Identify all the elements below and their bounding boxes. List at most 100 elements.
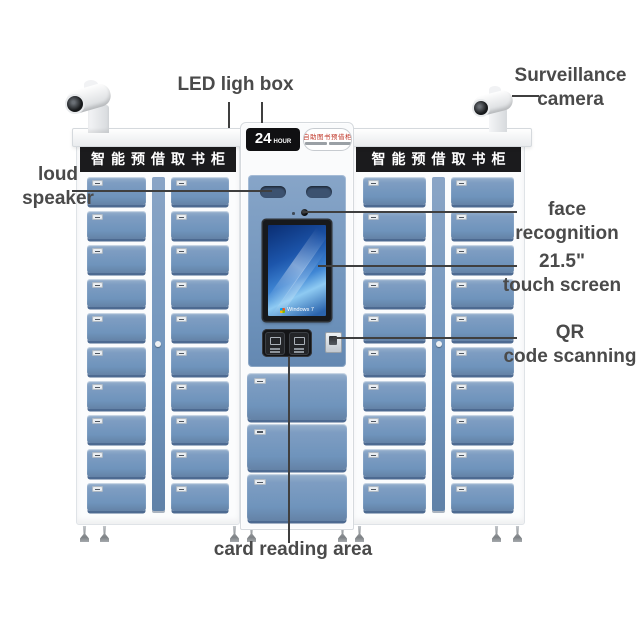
locker-door [247, 423, 347, 471]
light-box-text: 自助图书预借柜 [303, 134, 352, 142]
label-led-light-box: LED ligh box [168, 73, 303, 97]
locker-door [363, 381, 426, 409]
left-camera-post [88, 105, 109, 133]
label-text: LED ligh box [177, 74, 294, 95]
label-text: QR [555, 322, 585, 343]
label-text: code scanning [503, 346, 637, 367]
adjustable-foot [513, 526, 522, 542]
leader-line-camera [512, 95, 539, 97]
label-text: speaker [22, 188, 94, 209]
leader-line-card [288, 357, 290, 543]
adjustable-foot [492, 526, 501, 542]
right-camera-cap [489, 86, 501, 94]
locker-column [451, 177, 514, 511]
locker-door [87, 279, 146, 307]
card-reader-pad-icon [289, 331, 309, 355]
right-locker-grid [363, 177, 514, 511]
touch-screen-bezel: Windows 7 [263, 220, 331, 321]
leader-line-qr [333, 337, 517, 339]
label-text: card reading area [213, 539, 373, 560]
center-locker-column [247, 373, 347, 522]
locker-door [363, 279, 426, 307]
label-text: camera [537, 89, 604, 110]
adjustable-foot [338, 526, 347, 542]
left-locker-cabinet: 智能预借取书柜 [76, 129, 240, 525]
label-text: 21.5" [539, 251, 585, 272]
adjustable-foot [230, 526, 239, 542]
adjustable-foot [247, 526, 256, 542]
qr-scanner-window-icon [325, 332, 342, 353]
leader-line-led [228, 102, 230, 128]
leader-line-led [261, 102, 263, 123]
locker-door [247, 373, 347, 420]
locker-door [451, 381, 514, 409]
locker-door [363, 211, 426, 239]
locker-door [170, 483, 229, 511]
locker-door [170, 381, 229, 409]
locker-door [451, 449, 514, 477]
locker-door [87, 313, 146, 341]
label-text: Surveillance [514, 65, 627, 86]
right-cabinet-header: 智能预借取书柜 [356, 145, 521, 172]
locker-door [451, 415, 514, 443]
label-text: loud [37, 164, 79, 185]
left-cabinet-header: 智能预借取书柜 [80, 145, 236, 172]
label-text: recognition [515, 223, 619, 244]
locker-column [363, 177, 426, 511]
adjustable-foot [80, 526, 89, 542]
24-hour-badge: 24 HOUR [246, 128, 300, 151]
locker-door [170, 279, 229, 307]
left-locker-grid [87, 177, 229, 511]
card-reader-panel [262, 329, 312, 357]
locker-door [451, 483, 514, 511]
locker-door [451, 313, 514, 341]
adjustable-foot [355, 526, 364, 542]
leader-line-speaker [72, 190, 272, 192]
cabinet-lock-strip [151, 177, 165, 511]
center-kiosk: 24 HOUR 自助图书预借柜 Windows 7 [240, 122, 354, 530]
locker-door [87, 211, 146, 239]
light-box-decor [304, 142, 351, 145]
right-camera-lens-icon [472, 99, 490, 117]
right-locker-cabinet: 智能预借取书柜 [352, 129, 525, 525]
kiosk-front-panel: Windows 7 [248, 175, 346, 367]
windows-logo-icon [280, 307, 286, 313]
label-face-recognition: face recognition [497, 198, 637, 246]
locker-door [87, 347, 146, 375]
locker-door [87, 381, 146, 409]
locker-door [363, 449, 426, 477]
locker-door [87, 449, 146, 477]
leader-line-screen [318, 265, 517, 267]
cabinet-lock-strip [432, 177, 445, 511]
locker-door [451, 279, 514, 307]
locker-door [363, 347, 426, 375]
locker-door [363, 415, 426, 443]
locker-door [170, 245, 229, 273]
adjustable-foot [100, 526, 109, 542]
card-reader-pad-icon [265, 331, 285, 355]
locker-door [451, 177, 514, 205]
led-light-box: 24 HOUR 自助图书预借柜 [246, 128, 352, 151]
locker-door [451, 245, 514, 273]
locker-column [170, 177, 229, 511]
locker-door [87, 245, 146, 273]
speaker-grille-icon [260, 186, 286, 198]
label-qr-code-scanning: QR code scanning [497, 321, 640, 369]
label-text: face [547, 199, 587, 220]
locker-door [363, 313, 426, 341]
locker-door [363, 177, 426, 205]
left-camera-cap [84, 80, 98, 89]
locker-door [170, 347, 229, 375]
locker-door [87, 483, 146, 511]
label-loud-speaker: loud speaker [2, 163, 114, 211]
hour-unit: HOUR [273, 139, 292, 145]
face-recognition-camera-icon [301, 209, 308, 216]
light-box-sign: 自助图书预借柜 [303, 128, 352, 151]
locker-door [170, 415, 229, 443]
left-camera-lens-icon [65, 94, 85, 114]
speaker-grille-icon [306, 186, 332, 198]
label-touch-screen: 21.5" touch screen [487, 250, 637, 298]
label-text: touch screen [502, 275, 622, 296]
locker-door [170, 449, 229, 477]
